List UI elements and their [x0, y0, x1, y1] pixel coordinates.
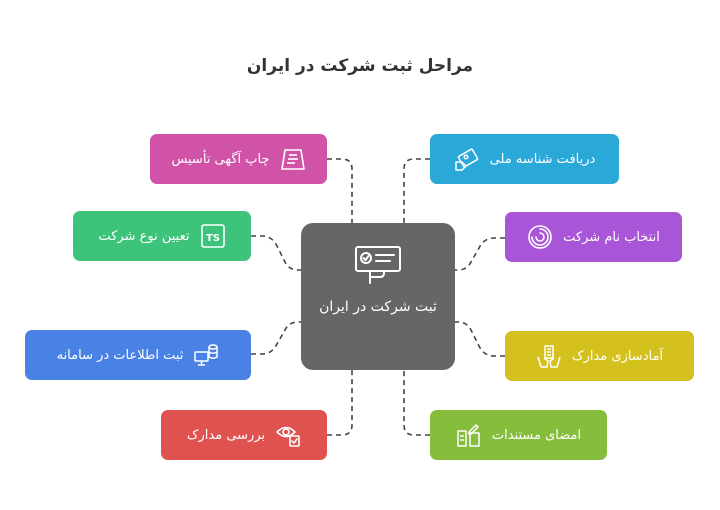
step-company-type: تعیین نوع شرکت TS [73, 211, 251, 261]
spiral-logo-icon [528, 225, 552, 249]
step-national-id: دریافت شناسه ملی [430, 134, 619, 184]
id-card-hand-icon [454, 148, 478, 171]
center-label: ثبت شرکت در ایران [319, 299, 437, 315]
step-print-ad: چاپ آگهی تأسیس [150, 134, 327, 184]
step-sign-docs: امضای مستندات [430, 410, 607, 460]
step-label: بررسی مدارک [186, 427, 266, 443]
connector-print-ad [327, 158, 353, 223]
hands-building-icon [537, 345, 561, 368]
connector-company-name [455, 237, 505, 271]
step-label: چاپ آگهی تأسیس [171, 151, 270, 167]
connector-company-type [251, 235, 301, 271]
step-label: تعیین نوع شرکت [98, 228, 190, 244]
svg-text:TS: TS [205, 233, 219, 244]
step-label: امضای مستندات [491, 427, 582, 443]
step-label: آمادسازی مدارک [571, 348, 664, 364]
connector-sign-docs [403, 370, 430, 436]
signboard-icon [280, 149, 305, 170]
signing-documents-icon [457, 424, 480, 447]
connector-prepare-docs [455, 321, 505, 357]
step-company-name: انتخاب نام شرکت [505, 212, 682, 262]
step-label: انتخاب نام شرکت [563, 229, 660, 245]
connector-register-info [251, 321, 301, 355]
step-label: ثبت اطلاعات در سامانه [56, 347, 184, 363]
ts-code-icon: TS [200, 224, 225, 248]
database-computer-icon [194, 344, 219, 366]
step-prepare-docs: آمادسازی مدارک [505, 331, 694, 381]
connector-review-docs [327, 370, 353, 436]
step-label: دریافت شناسه ملی [489, 151, 596, 167]
eye-check-icon [276, 426, 300, 447]
certificate-hand-icon [355, 246, 401, 284]
step-register-info: ثبت اطلاعات در سامانه [25, 330, 251, 380]
connector-national-id [403, 158, 430, 223]
center-node: ثبت شرکت در ایران [301, 223, 455, 370]
step-review-docs: بررسی مدارک [161, 410, 327, 460]
diagram-title: مراحل ثبت شرکت در ایران [246, 56, 474, 76]
